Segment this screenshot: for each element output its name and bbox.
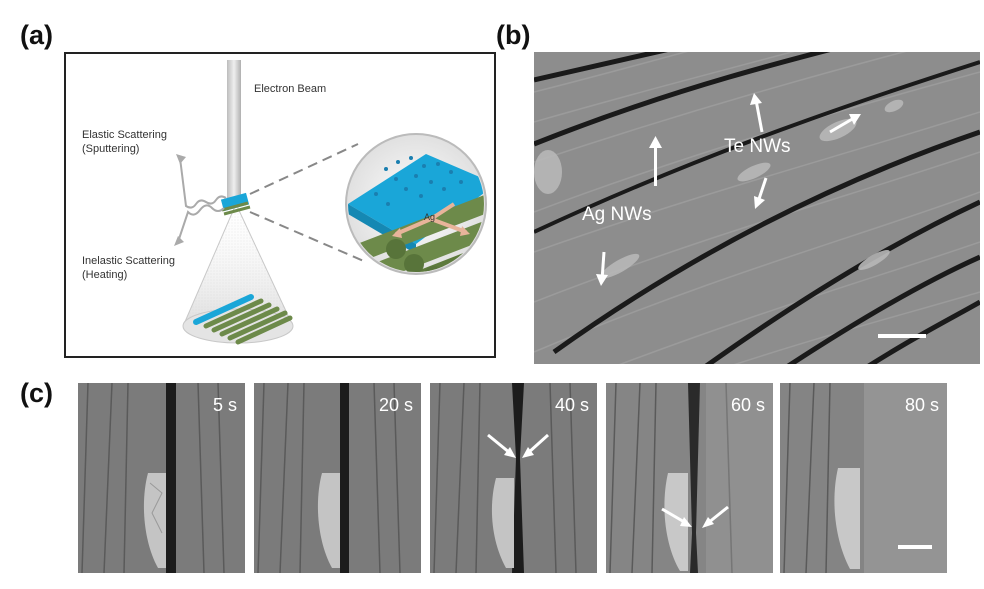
frame-image [78,383,245,573]
cone-nanowires [193,294,293,345]
arrow-ag-1 [654,142,657,186]
frame-20s: 20 s [254,383,421,573]
schematic-illustration [174,60,487,345]
panel-label-a: (a) [20,20,53,50]
frame-60s: 60 s [606,383,773,573]
timestamp-label: 80 s [904,395,939,415]
panel-a-schematic: Electron Beam Elastic Scattering (Sputte… [64,52,496,358]
electron-beam-column [227,60,241,198]
elastic-scattering-line2: (Sputtering) [82,143,140,155]
inelastic-scattering-line1: Inelastic Scattering [82,255,175,267]
panel-label-b: (b) [496,20,531,50]
frame-40s: 40 s [430,383,597,573]
frame-image [430,383,597,573]
scale-bar-b [878,334,926,338]
panel-label-c: (c) [20,378,53,408]
elastic-scattering-line1: Elastic Scattering [82,129,167,141]
timestamp-label: 40 s [554,395,589,415]
inelastic-scattering-label: Inelastic Scattering (Heating) [82,254,175,282]
elastic-scatter-arrow [179,157,227,209]
inelastic-scatter-arrow [177,204,225,243]
magnified-view [345,133,487,275]
frame-5s: 5 s [78,383,245,573]
elastic-scattering-label: Elastic Scattering (Sputtering) [82,128,167,156]
frame-image [780,383,947,573]
inelastic-scattering-line2: (Heating) [82,269,128,281]
electron-beam-label: Electron Beam [254,83,327,95]
ag-nws-label: Ag NWs [582,204,652,225]
te-nws-label: Te NWs [724,136,791,157]
frame-image [254,383,421,573]
frame-image [606,383,773,573]
panel-b-micrograph: Te NWs Ag NWs [534,52,980,364]
nanowire-micrograph [534,52,980,364]
scale-bar-c [898,545,932,549]
sample-nanowires [220,192,251,216]
timestamp-label: 5 s [212,395,237,415]
ag-atom-label: Ag [424,212,436,222]
timestamp-label: 60 s [730,395,765,415]
frame-80s: 80 s [780,383,947,573]
timestamp-label: 20 s [378,395,413,415]
